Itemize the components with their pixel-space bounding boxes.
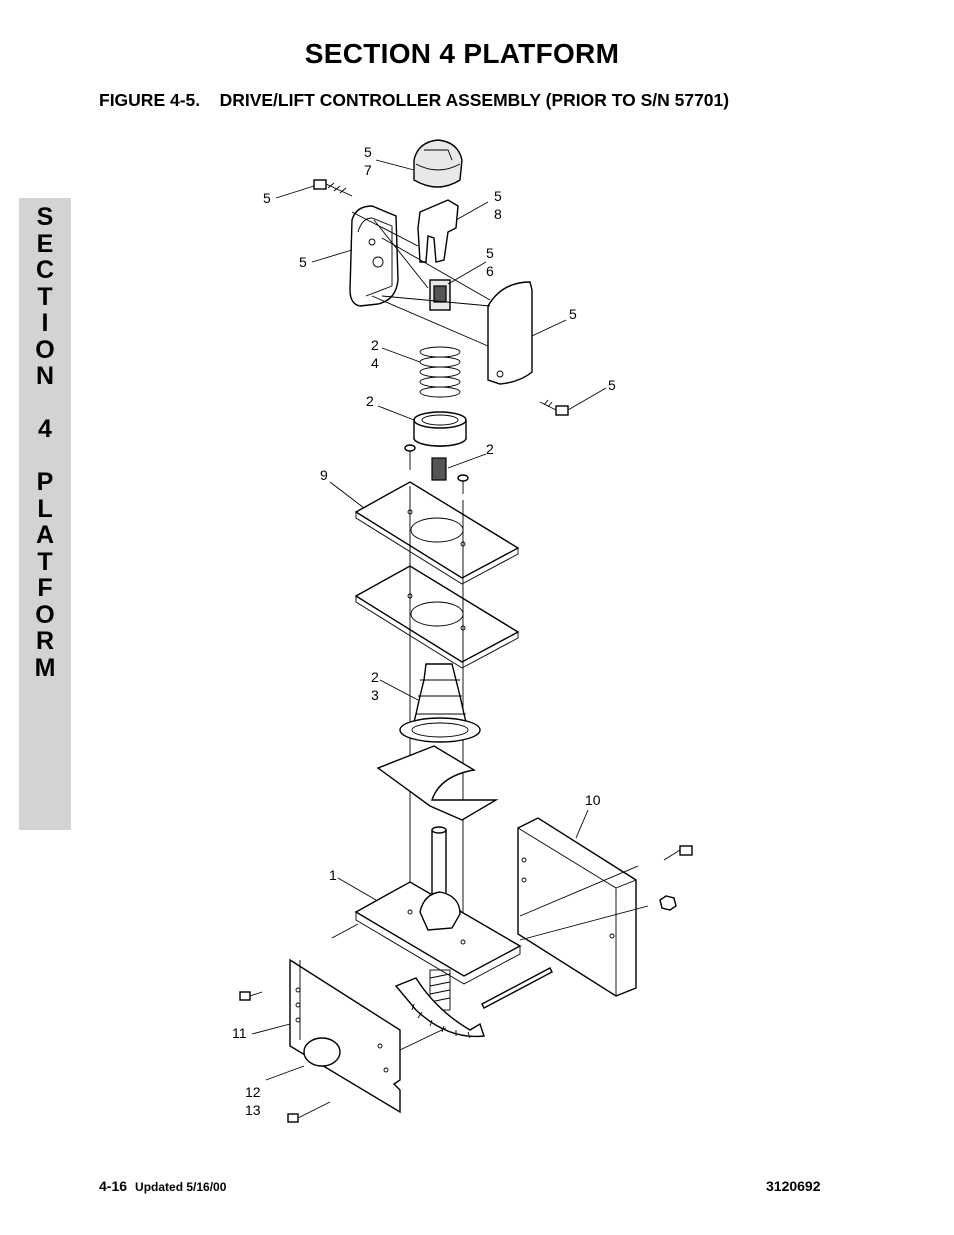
- switch: [429, 279, 451, 311]
- mounting-panel: [517, 817, 637, 997]
- gasket-plate-upper: [354, 481, 520, 585]
- bracket-screws: [239, 991, 331, 1123]
- callout-10: 10: [585, 792, 601, 808]
- callout-5-screw-top: 5: [263, 190, 271, 206]
- gasket-plate-lower: [354, 565, 520, 669]
- left-housing: [349, 205, 399, 307]
- figure-title: FIGURE 4-5. DRIVE/LIFT CONTROLLER ASSEMB…: [99, 90, 730, 110]
- page-number: 4-16: [99, 1178, 128, 1194]
- trigger-lever: [417, 199, 459, 263]
- section-side-tab: S E C T I O N 4 P L A T F O R M: [19, 198, 71, 830]
- spring: [419, 346, 461, 398]
- gear-sector: [394, 977, 485, 1039]
- leader-lines: [251, 159, 649, 1081]
- updated-date: Updated 5/16/00: [135, 1180, 227, 1194]
- rod: [481, 967, 553, 1009]
- callout-1: 1: [329, 867, 337, 883]
- base-plate: [354, 881, 522, 985]
- boot: [399, 663, 481, 743]
- footer-page-info: 4-16 Updated 5/16/00: [99, 1178, 226, 1194]
- ring: [413, 411, 467, 447]
- side-tab-label: S E C T I O N 4 P L A T F O R M: [34, 203, 56, 682]
- panel-bolt: [659, 845, 693, 911]
- callout-5-screw-right: 5: [608, 377, 616, 393]
- document-number: 3120692: [766, 1178, 821, 1194]
- callout-9: 9: [320, 467, 328, 483]
- callout-2-ring: 2: [366, 393, 374, 409]
- bracket: [289, 958, 401, 1114]
- callout-5-left-housing: 5: [299, 254, 307, 270]
- callout-11: 11: [232, 1025, 247, 1041]
- housing-screw-right: [539, 399, 569, 416]
- mounting-gasket: [376, 745, 499, 821]
- callout-2-sleeve: 2: [486, 441, 494, 457]
- section-title: SECTION 4 PLATFORM: [304, 38, 620, 69]
- control-knob: [413, 139, 463, 188]
- housing-screw-top: [313, 179, 353, 197]
- plate-screws: [404, 444, 469, 494]
- callout-5-right-housing: 5: [569, 306, 577, 322]
- right-housing: [487, 281, 533, 385]
- sleeve: [431, 457, 447, 481]
